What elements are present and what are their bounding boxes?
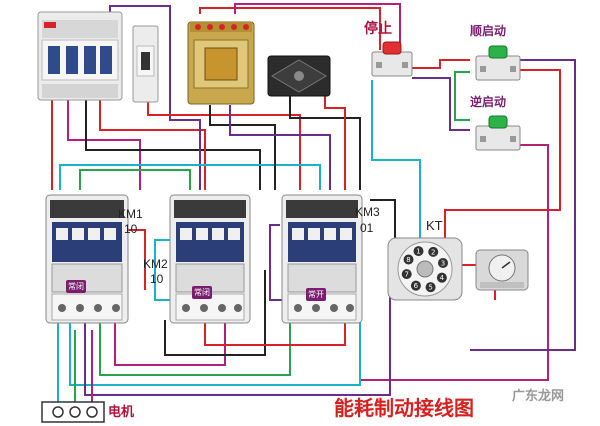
stop-label: 停止	[364, 21, 392, 37]
km3-code: 01	[360, 221, 374, 235]
timer-relay-icon	[475, 249, 529, 291]
forward-start-label: 顺启动	[470, 24, 507, 38]
km2-label: KM2	[143, 257, 168, 271]
km2-tag: 常闭	[192, 286, 212, 299]
relay-pin-number: 5	[428, 284, 432, 292]
wire-magenta-top	[67, 98, 141, 190]
relay-pin	[436, 272, 447, 283]
rectifier-icon	[267, 55, 331, 97]
relay-pin-number: 4	[440, 274, 445, 282]
km3-tag: 常开	[306, 288, 326, 301]
wire-red-buttons	[412, 59, 470, 69]
push-button-icon	[475, 45, 521, 81]
wire-cyan-km2	[154, 239, 170, 301]
wire-black-bottom	[164, 270, 266, 356]
breaker-icon	[37, 11, 123, 101]
wire-red-transformer	[199, 7, 381, 50]
wire-red-bottom	[204, 322, 346, 346]
wire-red-right	[444, 69, 561, 240]
wire-purple-bottom	[84, 290, 391, 396]
terminal-block-icon	[41, 401, 105, 423]
wire-black-top	[85, 98, 261, 190]
reverse-start-label: 逆启动	[470, 95, 507, 109]
wire-green-mid	[79, 169, 191, 190]
relay-pin	[438, 257, 449, 268]
relay-pin	[410, 280, 421, 291]
relay-pin-number: 3	[441, 259, 445, 267]
wire-purple-right	[470, 59, 576, 351]
wire-cyan-bottom	[69, 320, 361, 386]
wire-green-buttons	[454, 71, 470, 121]
contactor-km3	[281, 194, 363, 324]
kt-label: KT	[426, 218, 443, 233]
wire-cyan-long	[59, 164, 321, 190]
wire-purple-km3	[269, 224, 285, 301]
relay-pin-number: 7	[404, 271, 408, 279]
transformer-icon	[187, 21, 255, 105]
wire-black-rectifier	[289, 95, 361, 190]
wire-magenta-right	[360, 144, 549, 381]
relay-pin-number: 1	[416, 248, 420, 256]
relay-pin-number: 2	[431, 248, 435, 256]
contactor-km1	[45, 194, 129, 324]
relay-pin-number: 6	[414, 282, 419, 290]
km3-label: KM3	[355, 205, 380, 219]
relay-pin	[425, 282, 436, 293]
wire-black-transformer	[209, 105, 276, 190]
wire-purple-transformer	[229, 105, 331, 190]
breaker-icon	[132, 25, 159, 103]
km1-tag: 常闭	[66, 280, 86, 293]
wire-green-bottom	[99, 320, 291, 376]
wire-magenta-bottom	[114, 320, 226, 366]
wire-red-km1	[128, 229, 146, 290]
relay-pin	[401, 269, 412, 280]
wire-purple-loop	[109, 5, 201, 190]
wire-red-bus	[99, 98, 206, 190]
relay-pins: 1 23 45 67 8	[401, 246, 449, 293]
relay-pin	[403, 254, 414, 265]
relay-pin	[428, 246, 439, 257]
relay-pin-number: 8	[406, 256, 410, 264]
relay-pin	[413, 246, 424, 257]
km2-code: 10	[150, 272, 164, 286]
wire-magenta-transformer	[234, 3, 401, 60]
watermark: 广东龙网	[512, 389, 565, 404]
contactor-km2	[169, 194, 251, 324]
motor-label: 电机	[108, 405, 135, 420]
km1-label: KM1	[118, 207, 143, 221]
wire-purple-buttons	[412, 77, 470, 131]
wire-red-small	[147, 100, 301, 190]
diagram-title: 能耗制动接线图	[334, 396, 474, 420]
relay-socket-icon	[387, 237, 463, 301]
wire-black-relay	[370, 199, 396, 250]
push-button-icon	[475, 115, 521, 151]
wire-red-rectifier	[324, 95, 346, 190]
wire-cyan-button	[371, 80, 421, 245]
push-button-icon	[371, 41, 413, 77]
km1-code: 10	[124, 222, 138, 236]
